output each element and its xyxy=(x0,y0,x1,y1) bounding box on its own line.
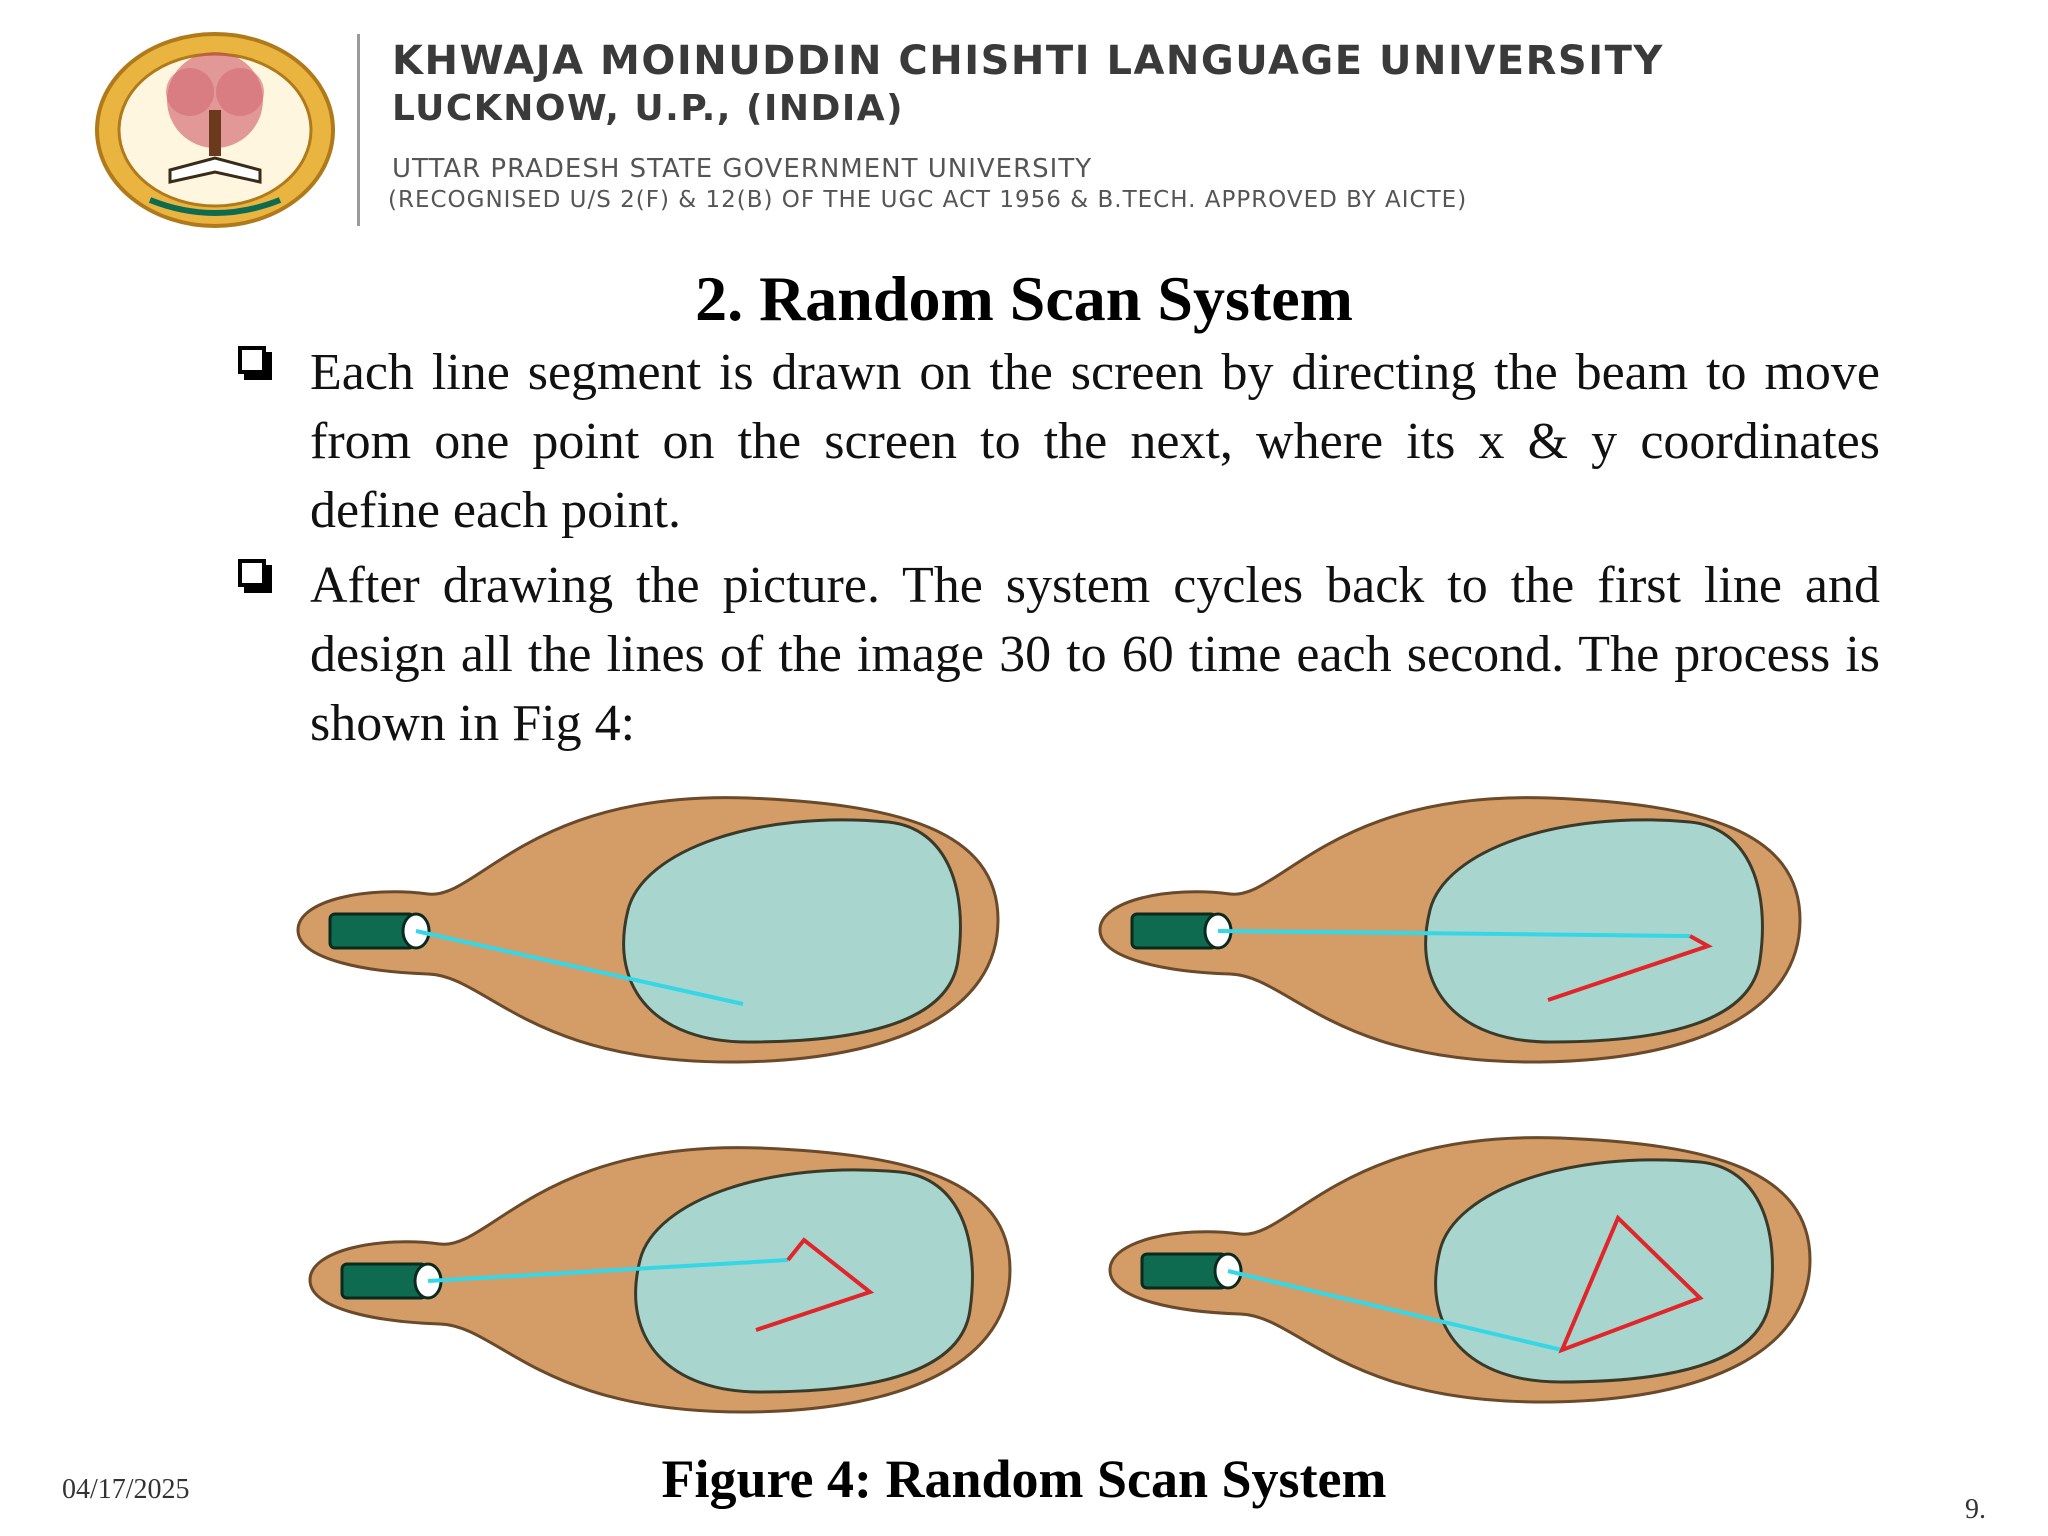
university-name: KHWAJA MOINUDDIN CHISHTI LANGUAGE UNIVER… xyxy=(392,38,1664,84)
university-recognition: (RECOGNISED U/S 2(F) & 12(B) OF THE UGC … xyxy=(388,187,1468,213)
checkbox-bullet-icon xyxy=(238,346,266,374)
university-status: UTTAR PRADESH STATE GOVERNMENT UNIVERSIT… xyxy=(392,154,1093,184)
university-seal-logo xyxy=(90,30,340,230)
bullet-item: After drawing the picture. The system cy… xyxy=(230,551,1880,758)
electron-beam xyxy=(1227,1269,1563,1352)
header-divider xyxy=(357,34,360,226)
figure-caption: Figure 4: Random Scan System xyxy=(661,1449,1387,1509)
random-scan-figure xyxy=(270,770,1850,1430)
bullet-list: Each line segment is drawn on the screen… xyxy=(230,338,1880,764)
bullet-item: Each line segment is drawn on the screen… xyxy=(230,338,1880,545)
drawn-lines xyxy=(755,1237,875,1332)
electron-beam xyxy=(415,929,744,1006)
electron-beam xyxy=(1217,929,1691,938)
drawn-lines xyxy=(1547,934,1713,1002)
university-header: KHWAJA MOINUDDIN CHISHTI LANGUAGE UNIVER… xyxy=(0,0,2048,240)
checkbox-bullet-icon xyxy=(238,559,266,587)
crt-panel-4 xyxy=(1108,1136,1812,1404)
university-location: LUCKNOW, U.P., (INDIA) xyxy=(392,88,905,129)
crt-panel-3 xyxy=(308,1146,1012,1414)
bullet-text: Each line segment is drawn on the screen… xyxy=(310,344,1880,539)
electron-beam xyxy=(427,1258,789,1283)
slide-date: 04/17/2025 xyxy=(62,1474,190,1505)
crt-panel-1 xyxy=(296,796,1000,1064)
bullet-text: After drawing the picture. The system cy… xyxy=(310,557,1880,752)
crt-panel-2 xyxy=(1098,796,1802,1064)
page-number: 9. xyxy=(1965,1494,1986,1525)
slide-title: 2. Random Scan System xyxy=(695,263,1353,334)
drawn-triangle xyxy=(1558,1214,1704,1354)
